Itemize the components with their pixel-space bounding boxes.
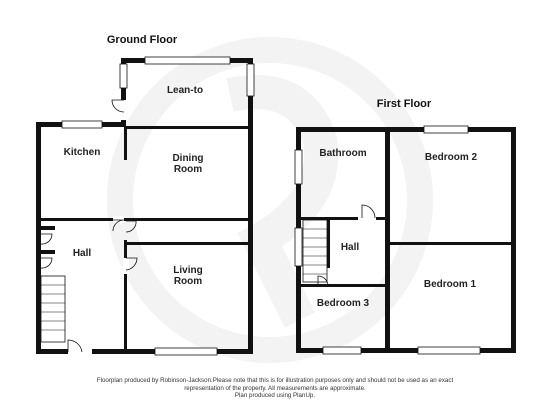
lean-to-wall-bottom	[126, 126, 248, 129]
living-room-label-line1: Living	[173, 265, 202, 276]
footer-line-1: Floorplan produced by Robinson-Jackson.P…	[96, 377, 454, 384]
front-door	[67, 339, 92, 355]
hall-dining-wall-top	[124, 218, 248, 221]
dining-room-label-line2: Room	[174, 164, 202, 175]
living-room-label-line2: Room	[174, 276, 202, 287]
stairwell-wall	[327, 220, 330, 268]
ground-floor-outer-wall-left	[36, 122, 41, 354]
ground-floor-outer-wall-right	[248, 58, 253, 354]
dining-door	[125, 220, 137, 233]
bathroom-door	[361, 204, 376, 219]
first-floor-outer-wall-right	[511, 127, 516, 353]
kitchen-door	[112, 216, 125, 232]
first-floor-outer-wall-top	[296, 127, 516, 132]
understairs-cupboard	[40, 226, 55, 269]
bathroom-hall-wall	[301, 217, 358, 220]
bedroom1-window	[417, 346, 481, 355]
bedroom3-window	[322, 346, 362, 355]
bedroom3-door	[317, 275, 329, 287]
bathroom-label: Bathroom	[319, 148, 366, 159]
first-floor-title: First Floor	[377, 98, 432, 110]
first-floor-outer-wall-bottom	[296, 348, 516, 353]
first-floor-plan: First Floor Bathroom Bedroom 2 Hall Bedr…	[294, 98, 516, 355]
ground-floor-outer-wall-bottom	[36, 349, 253, 354]
bedroom2-window	[423, 125, 469, 134]
kitchen-label: Kitchen	[64, 147, 101, 158]
lean-to-label: Lean-to	[167, 85, 203, 96]
lean-to-right-window	[246, 63, 255, 97]
lean-to-wall-left	[121, 58, 126, 127]
bathroom-bedroom2-wall	[385, 132, 390, 348]
living-room-door	[123, 257, 138, 274]
ground-floor-title: Ground Floor	[107, 34, 178, 46]
first-hall-label: Hall	[341, 242, 360, 253]
bedroom1-label: Bedroom 1	[424, 279, 477, 290]
footer-line-3: Plan produced using PlanUp.	[234, 392, 316, 399]
lean-to-door	[111, 99, 127, 120]
landing-window	[294, 227, 303, 267]
kitchen-window	[61, 120, 103, 129]
lean-to-left-window	[119, 63, 128, 89]
lean-to-top-window	[144, 56, 231, 65]
kitchen-dining-wall	[124, 127, 127, 160]
hall-bedroom3-wall	[301, 284, 385, 287]
ground-hall-label: Hall	[73, 248, 92, 259]
footer-line-2: representation of the property. All meas…	[184, 384, 366, 392]
bedroom2-bedroom1-wall	[390, 242, 511, 245]
watermark-logo	[107, 37, 433, 363]
living-room-window	[154, 347, 218, 356]
ground-floor-stairs	[40, 275, 66, 343]
hall-living-wall	[124, 240, 127, 350]
ground-floor-plan: Ground Floor Lean-to Kitchen Dining Room…	[36, 34, 255, 356]
bathroom-window	[294, 149, 303, 185]
bathroom-hall-wall-right	[376, 217, 385, 220]
first-floor-stairs	[302, 219, 328, 283]
bedroom2-label: Bedroom 2	[425, 152, 478, 163]
dining-room-label-line1: Dining	[172, 153, 203, 164]
footer-disclaimer: Floorplan produced by Robinson-Jackson.P…	[0, 377, 550, 400]
dining-living-wall	[127, 242, 248, 245]
bedroom3-label: Bedroom 3	[317, 298, 370, 309]
kitchen-hall-wall	[41, 218, 113, 221]
